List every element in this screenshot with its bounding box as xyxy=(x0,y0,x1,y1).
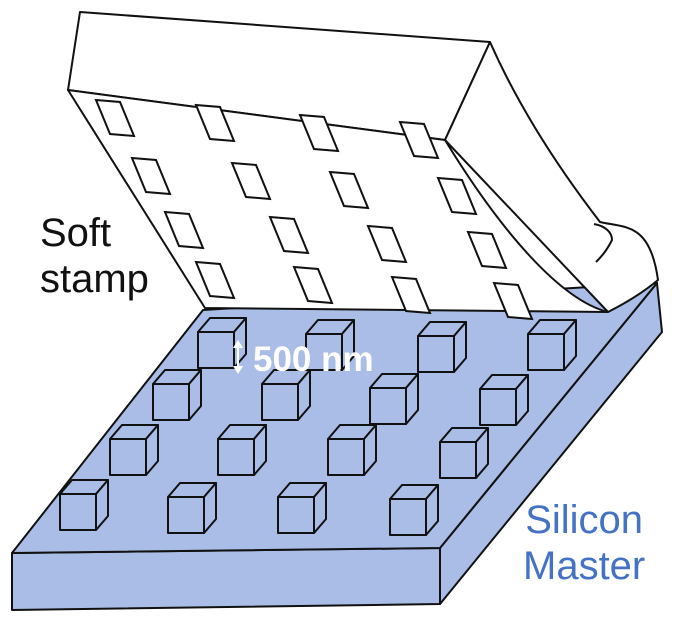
stamp-recess xyxy=(130,156,172,196)
master-cube-feature xyxy=(109,424,159,476)
master-cube-feature xyxy=(261,369,311,421)
master-features xyxy=(59,317,577,536)
stamp-recess xyxy=(366,224,408,264)
master-cube-feature xyxy=(197,317,247,369)
soft-stamp xyxy=(67,11,659,313)
stamp-recess xyxy=(94,98,136,138)
silicon-master xyxy=(11,282,663,611)
stamp-recess xyxy=(492,281,534,321)
master-cube-feature xyxy=(217,424,267,476)
master-cube-feature xyxy=(305,319,355,371)
silicon-master-label-line1: Silicon xyxy=(525,498,644,542)
master-cube-feature xyxy=(167,482,217,534)
stamp-recess xyxy=(163,210,205,250)
stamp-recess xyxy=(390,275,432,315)
stamp-recess xyxy=(436,176,478,216)
silicon-master-front-face xyxy=(11,547,441,611)
stamp-recess xyxy=(194,103,236,143)
master-cube-feature xyxy=(152,369,202,421)
soft-stamp-label-line2: stamp xyxy=(40,257,149,301)
master-cube-feature xyxy=(417,321,467,373)
soft-stamp-patterned-face xyxy=(67,89,609,313)
master-cube-feature xyxy=(389,484,439,536)
master-cube-feature xyxy=(277,482,327,534)
stamp-recess xyxy=(194,260,236,300)
silicon-master-top-face xyxy=(11,282,658,554)
stamp-recess xyxy=(268,215,310,255)
stamp-recess xyxy=(328,170,370,210)
soft-stamp-curl xyxy=(593,223,613,263)
master-cube-feature xyxy=(369,373,419,425)
silicon-master-label: Silicon Master xyxy=(523,497,645,589)
stamp-recesses xyxy=(94,98,534,321)
master-cube-feature xyxy=(59,479,109,531)
master-cube-feature xyxy=(527,319,577,371)
feature-height-label: 500 nm xyxy=(253,340,374,379)
stamp-recess xyxy=(398,120,440,160)
stamp-recess xyxy=(298,113,340,153)
master-cube-feature xyxy=(327,424,377,476)
soft-stamp-label: Soft stamp xyxy=(40,210,149,302)
dimension-arrow-icon xyxy=(233,340,243,374)
master-cube-feature xyxy=(439,427,489,479)
silicon-master-label-line2: Master xyxy=(523,544,646,588)
stamp-recess xyxy=(292,265,334,305)
soft-stamp-label-line1: Soft xyxy=(40,211,112,255)
master-cube-feature xyxy=(479,374,529,426)
stamp-recess xyxy=(466,230,508,270)
stamp-recess xyxy=(230,161,272,201)
